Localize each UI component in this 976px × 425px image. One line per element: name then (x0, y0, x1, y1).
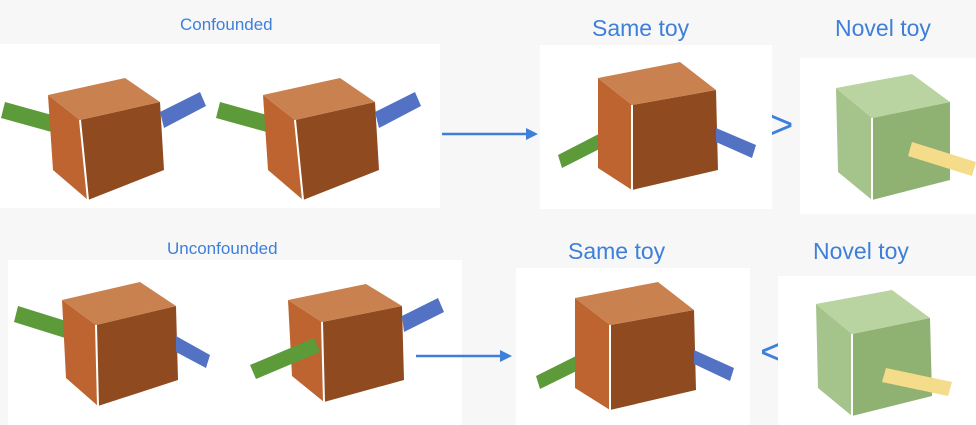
unconfounded-label: Unconfounded (167, 239, 278, 258)
novel-toy-label-bottom: Novel toy (813, 238, 909, 264)
greater-than-sign: > (770, 103, 794, 147)
novel-toy-label-top: Novel toy (835, 15, 931, 41)
same-toy-label-top: Same toy (592, 15, 690, 41)
same-toy-label-bottom: Same toy (568, 238, 666, 264)
confounded-label: Confounded (180, 15, 273, 34)
less-than-sign: < (760, 330, 784, 374)
